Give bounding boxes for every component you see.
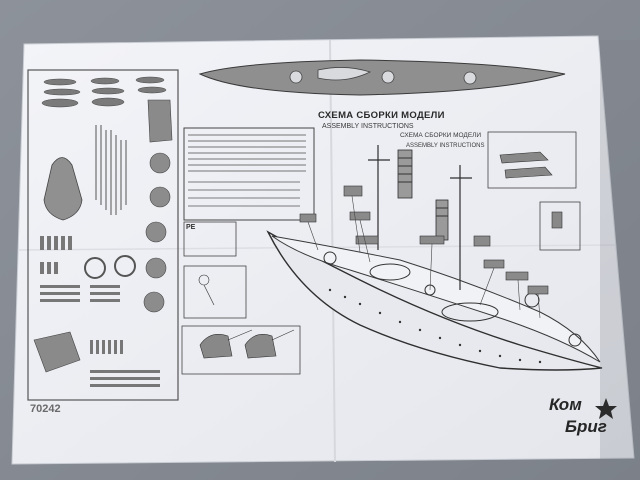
ship-deck xyxy=(271,235,601,363)
star-icon xyxy=(595,398,617,419)
photo-etch-fret xyxy=(183,127,315,221)
sheet-title-ru: СХЕМА СБОРКИ МОДЕЛИ xyxy=(318,110,445,121)
photo-etch-rails xyxy=(188,134,306,174)
sprue-bottom-parts xyxy=(33,331,81,373)
subassembly-drawings xyxy=(198,151,563,359)
ship-deck-features xyxy=(323,251,582,347)
subassembly-box-small xyxy=(539,201,581,251)
sprue-bottom-rows xyxy=(90,340,160,387)
svg-text:Бриг: Бриг xyxy=(565,417,607,436)
sprue-turrets xyxy=(143,152,171,313)
ship-hull xyxy=(266,230,603,371)
sprue-frame xyxy=(27,69,179,401)
sheet-title-en: ASSEMBLY INSTRUCTIONS xyxy=(322,123,414,130)
ship-portholes xyxy=(328,288,542,364)
brand-logo: Ком Бриг xyxy=(549,395,607,436)
sprue-small-parts xyxy=(40,236,120,302)
sprue-bow-part xyxy=(43,157,83,221)
ship-masts xyxy=(368,145,472,290)
subassembly-box-crane xyxy=(183,265,247,319)
photo-etch-label: PE xyxy=(186,224,196,231)
subassembly-box-pe xyxy=(183,221,237,257)
sprue-parts-top xyxy=(41,76,167,108)
sprue-rings xyxy=(84,255,136,279)
exploded-parts xyxy=(299,185,549,295)
sprue-superstructure xyxy=(147,99,173,143)
subassembly-box-boats xyxy=(487,131,577,189)
funnel-bands xyxy=(398,157,448,217)
photo-etch-parts xyxy=(188,181,300,207)
deck-openings xyxy=(289,67,477,85)
sprue-masts xyxy=(95,125,127,215)
svg-text:Ком: Ком xyxy=(549,395,582,414)
inset-title-ru: СХЕМА СБОРКИ МОДЕЛИ xyxy=(400,132,482,139)
inset-title-en: ASSEMBLY INSTRUCTIONS xyxy=(406,143,485,149)
kit-number: 70242 xyxy=(30,403,61,415)
subassembly-box-turret xyxy=(181,325,301,375)
assembly-leader-lines xyxy=(307,195,541,319)
